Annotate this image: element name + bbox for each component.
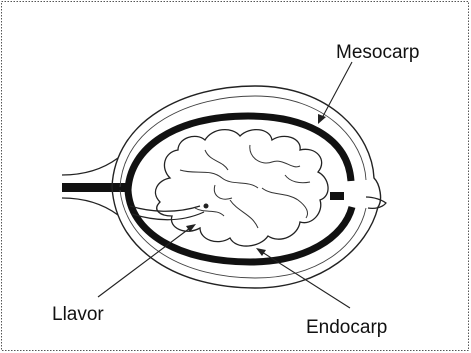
label-endocarp: Endocarp: [306, 317, 387, 338]
seed-wrinkles: [180, 145, 310, 228]
stalk-bundle: [62, 183, 126, 192]
llavor-pointer: [98, 228, 190, 297]
stalk-lower-line: [62, 198, 118, 215]
seed-funicle-upper: [130, 206, 200, 211]
label-mesocarp: Mesocarp: [336, 42, 419, 63]
mesocarp-pointer: [322, 62, 352, 118]
label-llavor: Llavor: [52, 304, 104, 325]
endocarp-arrowhead: [256, 248, 266, 256]
fruit-tip: [366, 197, 386, 208]
mesocarp-arrowhead: [318, 114, 326, 124]
seed-outline: [155, 130, 328, 246]
seed-hilum-dot: [204, 204, 209, 209]
endocarp-pointer: [262, 252, 350, 308]
endocarp-ring: [128, 116, 352, 262]
endocarp-gap-cap: [330, 192, 344, 200]
stalk-upper-line: [62, 158, 118, 175]
